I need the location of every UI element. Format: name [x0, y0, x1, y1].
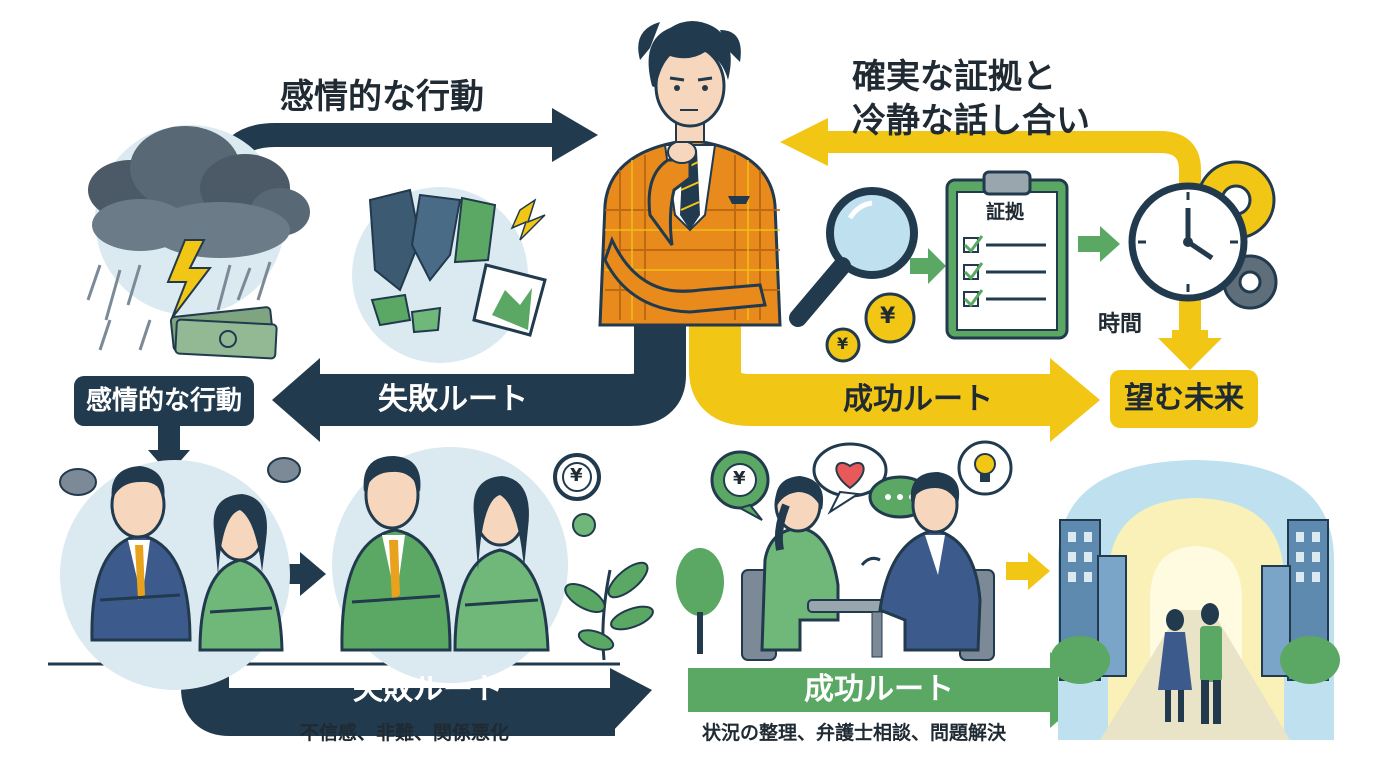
yen-symbol-bubble: ¥ [733, 470, 746, 488]
time-label: 時間 [1098, 314, 1142, 336]
clipboard-title: 証拠 [986, 203, 1024, 222]
arguing-couple-2 [332, 447, 599, 683]
storm-cloud-icon [88, 125, 310, 359]
yen-symbol-small: ¥ [837, 336, 848, 352]
plant-icon [561, 557, 656, 660]
success-route-label-bottom: 成功ルート [804, 675, 954, 705]
failure-route-label-bottom: 失敗ルート [353, 675, 503, 705]
success-route-caption: 状況の整理、弁護士相談、問題解決 [702, 724, 1006, 743]
arguing-couple-1 [60, 458, 300, 690]
failure-route-caption: 不信感、非難、関係悪化 [300, 724, 509, 743]
clipboard-icon [947, 172, 1067, 338]
yen-symbol-large: ¥ [880, 306, 895, 328]
emotional-action-title: 感情的な行動 [280, 80, 484, 114]
consultation-scene [676, 442, 1011, 660]
yen-symbol-gear: ¥ [570, 467, 583, 485]
clock-gear-icon [1132, 162, 1276, 308]
thinking-man-illustration [600, 21, 780, 325]
evidence-title-line1: 確実な証拠と [852, 60, 1056, 94]
emotional-action-box: 感情的な行動 [74, 376, 254, 426]
desired-future-box: 望む未来 [1110, 370, 1258, 428]
evidence-title-line2: 冷静な話し合い [852, 104, 1090, 138]
success-route-label-mid: 成功ルート [843, 385, 993, 415]
failure-route-label-mid: 失敗ルート [378, 385, 528, 415]
future-scene [1050, 460, 1340, 740]
torn-photo-icon [352, 187, 545, 363]
